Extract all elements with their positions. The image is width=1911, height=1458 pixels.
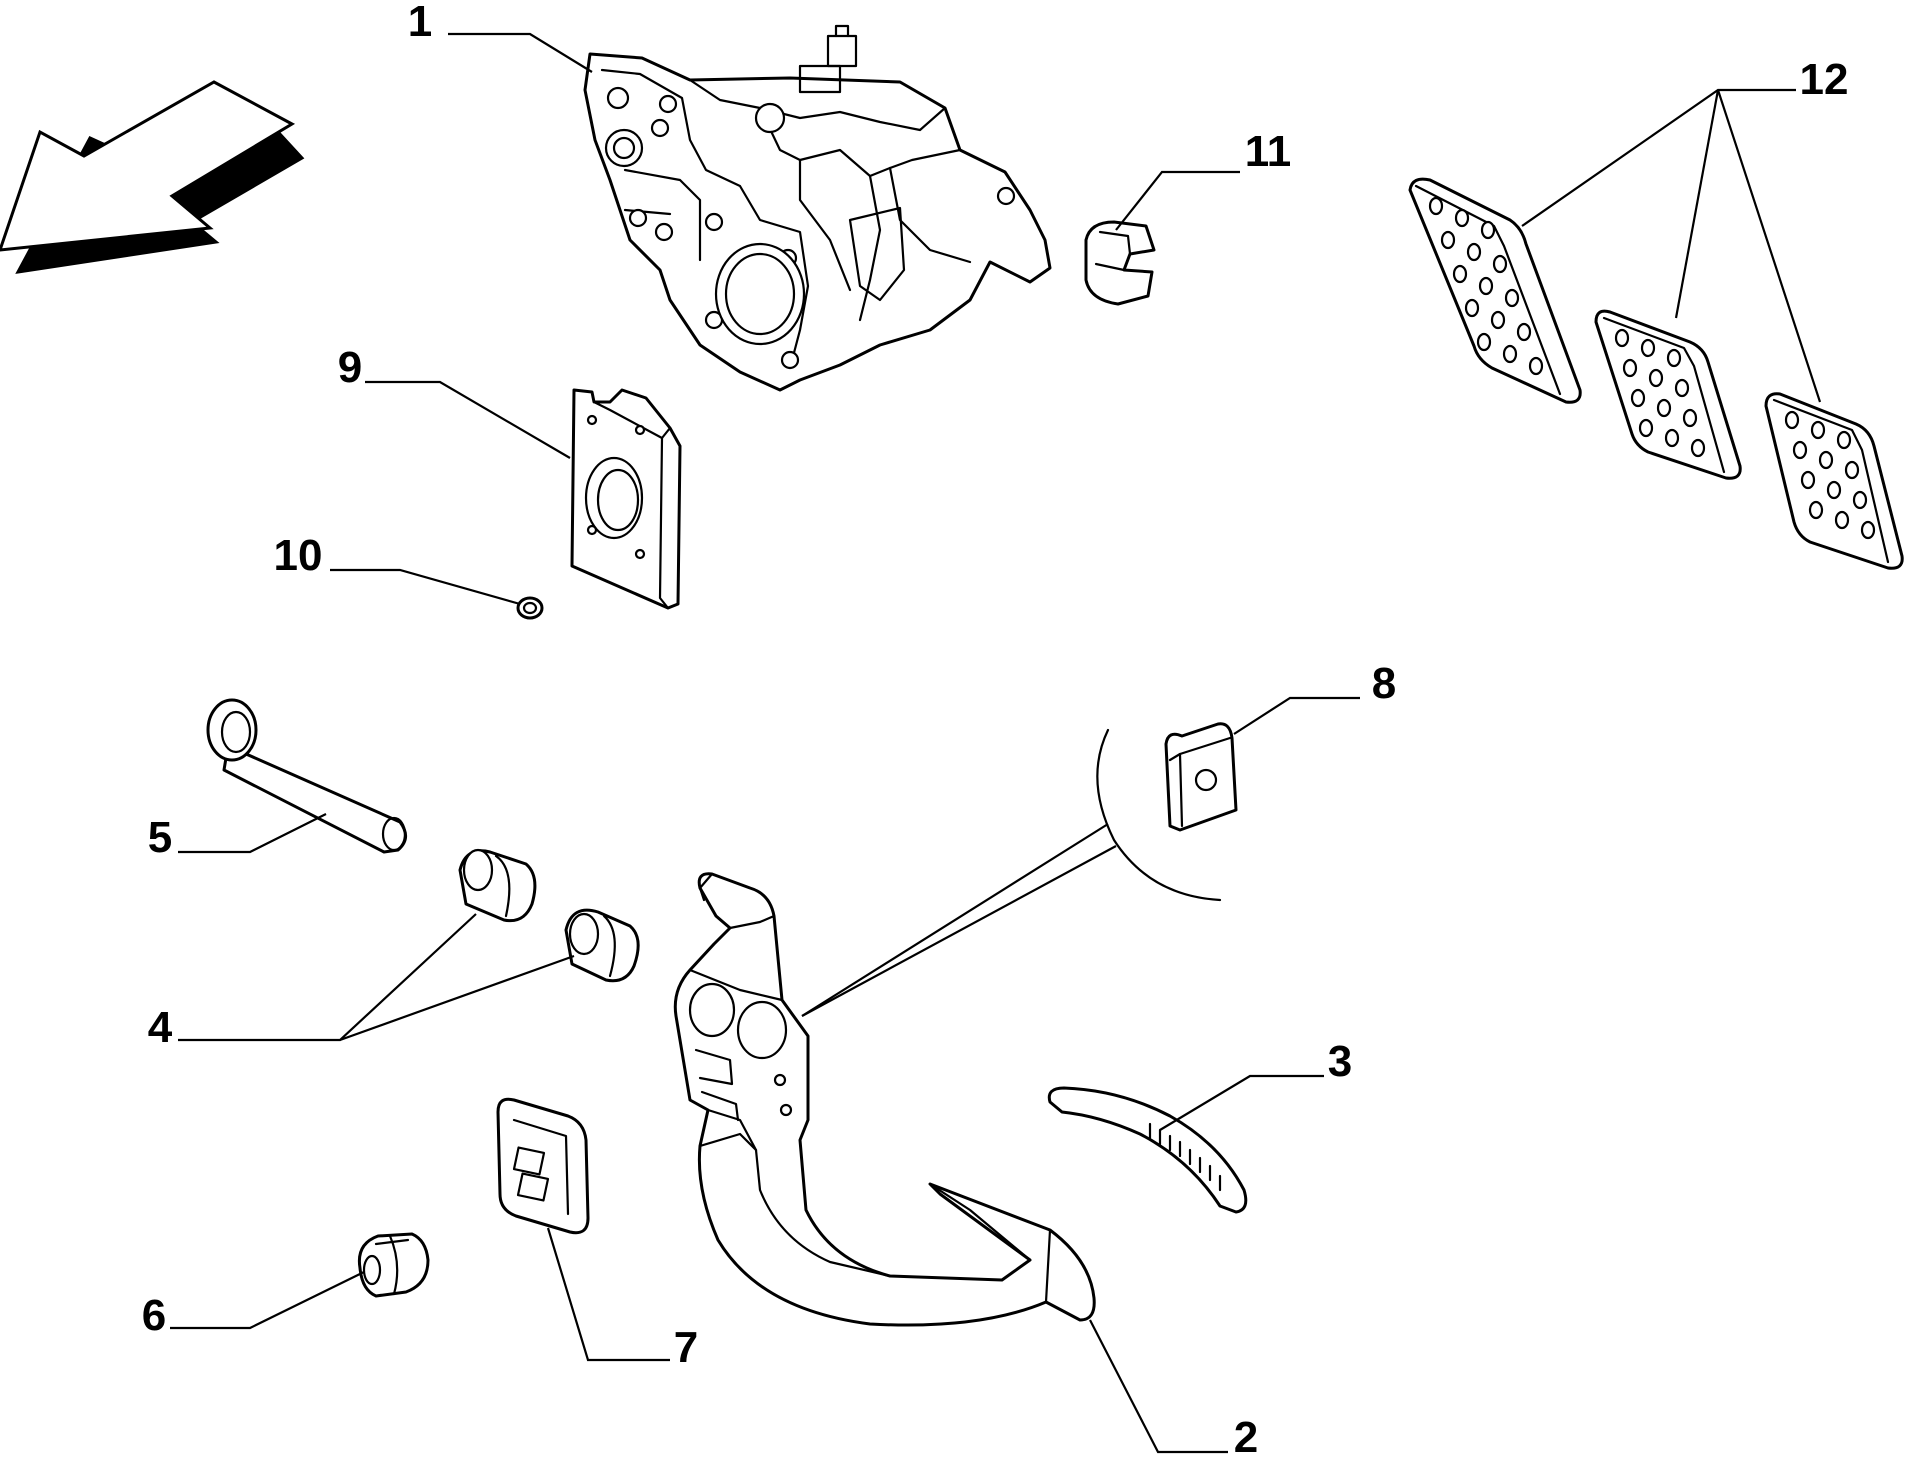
pedal-rubber-insert: [1047, 1086, 1248, 1214]
pad-grip-hole: [1664, 428, 1680, 448]
bushing-upper: [458, 848, 537, 923]
pad-grip-hole: [1818, 450, 1834, 470]
pedal-box-housing: [583, 24, 1052, 392]
pad-grip-hole: [1674, 378, 1690, 398]
pad-grip-hole: [1834, 510, 1850, 530]
callout-4: 4: [148, 1003, 173, 1052]
callout-1: 1: [408, 0, 432, 46]
pad-grip-hole: [1800, 470, 1816, 490]
pad-grip-hole: [1528, 356, 1544, 376]
callout-12: 12: [1800, 55, 1849, 104]
pad-grip-hole: [1504, 288, 1520, 308]
leader-lines: [170, 32, 1822, 1454]
pad-grip-hole: [1810, 420, 1826, 440]
callout-6: 6: [142, 1291, 166, 1340]
callout-9: 9: [338, 343, 362, 392]
pad-grip-hole: [1690, 438, 1706, 458]
pad-grip-hole: [1516, 322, 1532, 342]
pivot-pin: [206, 698, 407, 854]
pad-grip-hole: [1464, 298, 1480, 318]
pad-grip-hole: [1454, 208, 1470, 228]
callout-2: 2: [1234, 1413, 1258, 1458]
pad-grip-hole: [1614, 328, 1630, 348]
pad-grip-hole: [1648, 368, 1664, 388]
pad-grip-hole: [1622, 358, 1638, 378]
pad-grip-hole: [1860, 520, 1876, 540]
pad-grip-hole: [1476, 332, 1492, 352]
callout-10: 10: [274, 531, 323, 580]
pad-grip-hole: [1826, 480, 1842, 500]
pad-grip-hole: [1656, 398, 1672, 418]
bushing-lower: [564, 908, 640, 983]
callout-7: 7: [674, 1323, 698, 1372]
callout-3: 3: [1328, 1037, 1352, 1086]
pad-grip-hole: [1502, 344, 1518, 364]
pad-grip-hole: [1640, 338, 1656, 358]
pad-grip-hole: [1440, 230, 1456, 250]
pad-grip-hole: [1852, 490, 1868, 510]
gasket-plate: [570, 388, 682, 610]
pad-grip-hole: [1682, 408, 1698, 428]
pad-grip-hole: [1784, 410, 1800, 430]
pedal-pad-small: [1764, 392, 1904, 570]
clip-nut: [1164, 722, 1238, 832]
pad-grip-hole: [1428, 196, 1444, 216]
pad-grip-hole: [1792, 440, 1808, 460]
clutch-pedal-lever: [673, 872, 1096, 1327]
pad-grip-hole: [1480, 220, 1496, 240]
pad-grip-hole: [1630, 388, 1646, 408]
pad-grip-hole: [1490, 310, 1506, 330]
small-washer: [516, 596, 544, 620]
callout-labels: 1 2 3 4 5 6 7 8 9 10 11 12: [142, 0, 1849, 1458]
rubber-stop: [357, 1232, 430, 1298]
callout-8: 8: [1372, 659, 1396, 708]
retaining-clip: [1084, 220, 1156, 306]
rubber-buffer: [496, 1097, 590, 1235]
pad-grip-hole: [1492, 254, 1508, 274]
pedal-pad-large: [1408, 177, 1582, 404]
pad-grip-hole: [1452, 264, 1468, 284]
pad-grip-hole: [1638, 418, 1654, 438]
pad-grip-hole: [1808, 500, 1824, 520]
callout-11: 11: [1245, 127, 1292, 176]
callout-5: 5: [148, 813, 172, 862]
detail-view-arc: [1096, 728, 1222, 902]
pad-grip-hole: [1478, 276, 1494, 296]
pedal-pad-medium: [1594, 309, 1742, 480]
direction-arrow-icon: [0, 80, 305, 274]
pad-grip-hole: [1844, 460, 1860, 480]
pad-grip-hole: [1666, 348, 1682, 368]
pad-grip-hole: [1466, 242, 1482, 262]
pad-grip-hole: [1836, 430, 1852, 450]
